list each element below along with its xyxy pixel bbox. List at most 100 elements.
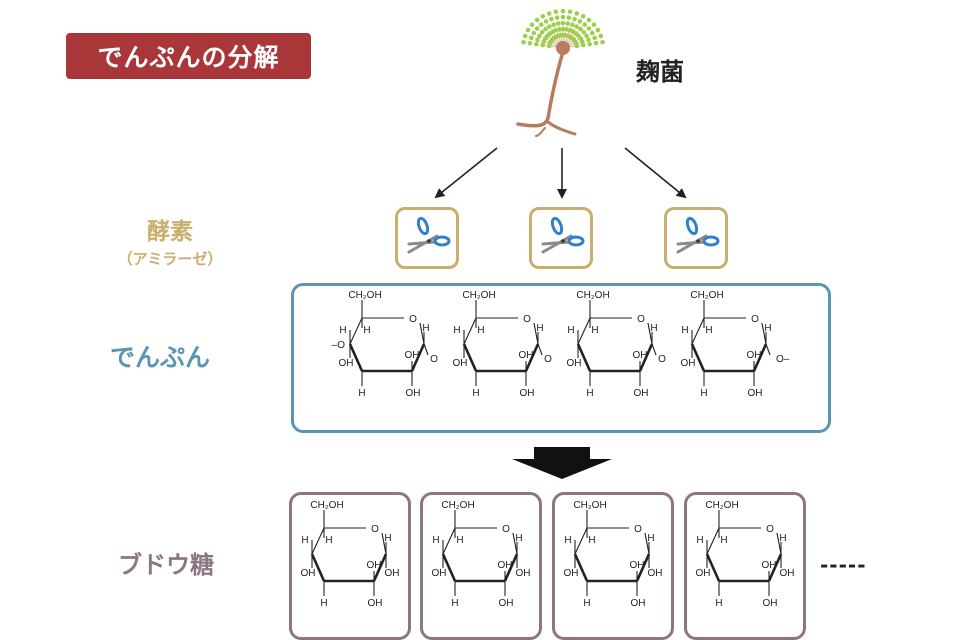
h-label: H: [700, 388, 707, 399]
h-label: H: [586, 388, 593, 399]
oh-label: OH: [631, 598, 646, 609]
oh-label: OH: [453, 358, 468, 369]
glucose-label: ブドウ糖: [118, 551, 214, 579]
ring-oxygen: O: [523, 314, 531, 325]
oh-label: OH: [516, 568, 531, 579]
glucose-box: [552, 492, 674, 640]
oh-label: OH: [681, 358, 696, 369]
enzyme-box: [395, 207, 459, 269]
h-label: H: [696, 535, 703, 546]
h-label: H: [456, 535, 463, 546]
h-label: H: [591, 325, 598, 336]
oh-label: OH: [520, 388, 535, 399]
h-label: H: [453, 325, 460, 336]
h-label: H: [358, 388, 365, 399]
h-label: H: [422, 323, 429, 334]
h-label: H: [720, 535, 727, 546]
enzyme-box: [664, 207, 728, 269]
oh-label: OH: [405, 350, 420, 361]
ch2oh-label: CH₂OH: [441, 500, 474, 511]
oh-label: OH: [368, 598, 383, 609]
h-label: H: [320, 598, 327, 609]
h-label: H: [564, 535, 571, 546]
ring-oxygen: O: [751, 314, 759, 325]
h-label: H: [681, 325, 688, 336]
h-label: H: [432, 535, 439, 546]
oh-label: OH: [499, 598, 514, 609]
ring-oxygen: O: [371, 524, 379, 535]
h-label: H: [515, 533, 522, 544]
ch2oh-label: CH₂OH: [310, 500, 343, 511]
h-label: H: [567, 325, 574, 336]
oh-label: OH: [519, 350, 534, 361]
h-label: H: [647, 533, 654, 544]
ring-oxygen: O: [409, 314, 417, 325]
ring-oxygen: O: [637, 314, 645, 325]
h-label: H: [536, 323, 543, 334]
ch2oh-label: CH₂OH: [573, 500, 606, 511]
h-label: H: [715, 598, 722, 609]
koji-mold-icon: [516, 8, 605, 137]
ch2oh-label: CH₂OH: [705, 500, 738, 511]
bond-oxygen: –O: [332, 340, 346, 351]
h-label: H: [705, 325, 712, 336]
oh-label: OH: [567, 358, 582, 369]
down-arrow-icon: [624, 147, 687, 199]
starch-box: [291, 283, 831, 433]
h-label: H: [325, 535, 332, 546]
oh-label: OH: [696, 568, 711, 579]
oh-label: OH: [630, 560, 645, 571]
bond-oxygen: O: [544, 354, 552, 365]
oh-label: OH: [633, 350, 648, 361]
ch2oh-label: CH₂OH: [690, 290, 723, 301]
h-label: H: [779, 533, 786, 544]
glucose-box: [684, 492, 806, 640]
oh-label: OH: [367, 560, 382, 571]
koji-label: 麹菌: [636, 58, 684, 86]
enzyme-label-sub: （アミラーゼ）: [117, 250, 223, 268]
bond-oxygen: O–: [776, 354, 790, 365]
oh-label: OH: [385, 568, 400, 579]
ch2oh-label: CH₂OH: [576, 290, 609, 301]
bond-oxygen: O: [658, 354, 666, 365]
scissors-icon: [407, 216, 451, 254]
h-label: H: [451, 598, 458, 609]
oh-label: OH: [780, 568, 795, 579]
page-title: でんぷんの分解: [66, 33, 311, 79]
h-label: H: [477, 325, 484, 336]
oh-label: OH: [762, 560, 777, 571]
h-label: H: [583, 598, 590, 609]
ring-oxygen: O: [766, 524, 774, 535]
oh-label: OH: [648, 568, 663, 579]
h-label: H: [588, 535, 595, 546]
starch-label: でんぷん: [110, 343, 211, 372]
oh-label: OH: [747, 350, 762, 361]
oh-label: OH: [339, 358, 354, 369]
enzyme-label: 酵素 （アミラーゼ）: [105, 212, 235, 269]
ch2oh-label: CH₂OH: [348, 290, 381, 301]
oh-label: OH: [634, 388, 649, 399]
glucose-box: [289, 492, 411, 640]
glucose-box: [420, 492, 542, 640]
oh-label: OH: [498, 560, 513, 571]
h-label: H: [363, 325, 370, 336]
h-label: H: [764, 323, 771, 334]
decomposition-arrow-icon: [512, 447, 612, 479]
oh-label: OH: [564, 568, 579, 579]
down-arrow-icon: [434, 147, 498, 199]
ring-oxygen: O: [502, 524, 510, 535]
h-label: H: [301, 535, 308, 546]
scissors-icon: [541, 216, 585, 254]
h-label: H: [650, 323, 657, 334]
bond-oxygen: O: [430, 354, 438, 365]
oh-label: OH: [406, 388, 421, 399]
scissors-icon: [676, 216, 720, 254]
oh-label: OH: [301, 568, 316, 579]
